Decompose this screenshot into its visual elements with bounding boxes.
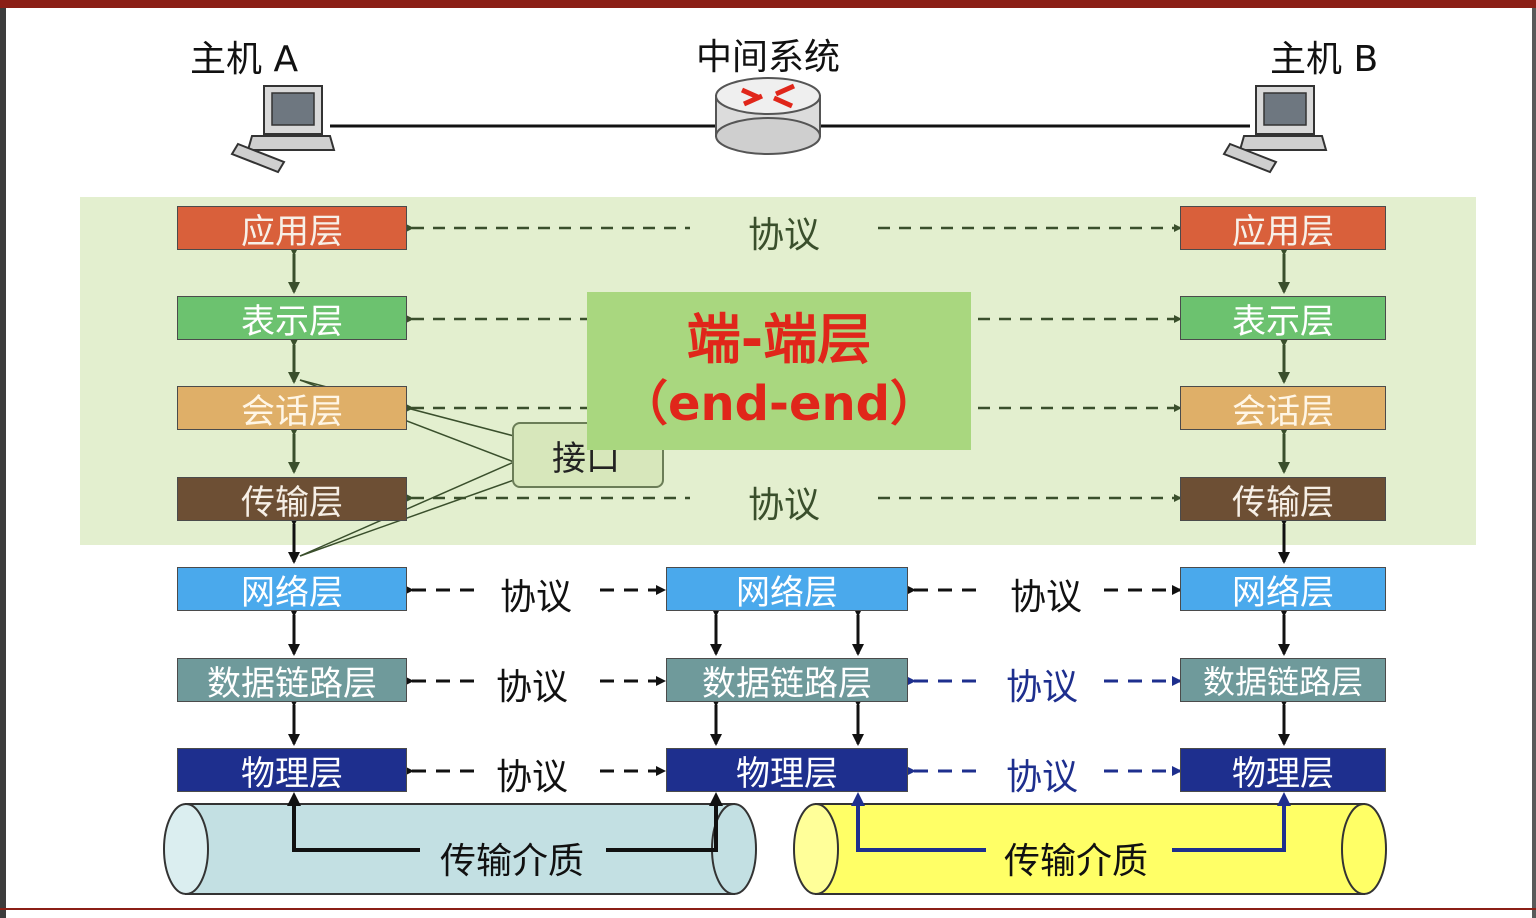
middle-network-layer: 网络层 [666,567,908,613]
bottom-accent-line [0,908,1536,910]
host-b-session-layer: 会话层 [1180,386,1386,432]
host-a-datalink-layer: 数据链路层 [177,658,407,704]
middle-vertical-arrows [710,605,864,746]
host-a-session-layer: 会话层 [177,386,407,432]
end-to-end-box: 端-端层 （end-end） [587,292,971,450]
host-b-physical-layer: 物理层 [1180,748,1386,794]
host-b-label: 主机 B [1270,39,1379,80]
upper-protocol-arrows [406,224,1182,502]
protocol-label-physical-left: 协议 [495,757,569,798]
end-to-end-subtitle: （end-end） [619,376,939,432]
host-b-transport-layer: 传输层 [1180,477,1386,523]
protocol-label-datalink-right: 协议 [1005,667,1079,708]
left-border [0,8,6,918]
host-a-physical-layer: 物理层 [177,748,407,794]
router-icon [715,77,821,155]
lower-protocol-arrows-blue [906,676,1182,776]
protocol-label-network-right: 协议 [1009,577,1083,618]
host-a-presentation-layer: 表示层 [177,296,407,342]
host-b-datalink-layer: 数据链路层 [1180,658,1386,702]
middle-system-label: 中间系统 [696,37,841,78]
top-accent-bar [0,0,1536,8]
protocol-label-transport: 协议 [747,485,821,526]
host-a-network-layer: 网络层 [177,567,407,613]
host-a-label: 主机 A [190,39,299,80]
transmission-medium-right-label: 传输介质 [1004,841,1149,882]
host-a-application-layer: 应用层 [177,206,407,252]
computer-icon [230,85,336,174]
protocol-label-network-left: 协议 [499,577,573,618]
transmission-medium-left [163,792,757,895]
transmission-medium-left-label: 传输介质 [440,841,585,882]
end-to-end-title: 端-端层 [686,308,872,371]
computer-icon [1222,85,1328,174]
host-b-application-layer: 应用层 [1180,206,1386,252]
host-b-presentation-layer: 表示层 [1180,296,1386,342]
lower-protocol-arrows-black [404,585,1182,776]
host-b-network-layer: 网络层 [1180,567,1386,613]
protocol-label-physical-right: 协议 [1005,757,1079,798]
protocol-label-application: 协议 [747,215,821,256]
transmission-medium-right [793,792,1387,895]
host-a-transport-layer: 传输层 [177,477,407,523]
middle-physical-layer: 物理层 [666,748,908,794]
right-border [1532,8,1536,918]
protocol-label-datalink-left: 协议 [495,667,569,708]
middle-datalink-layer: 数据链路层 [666,658,908,704]
